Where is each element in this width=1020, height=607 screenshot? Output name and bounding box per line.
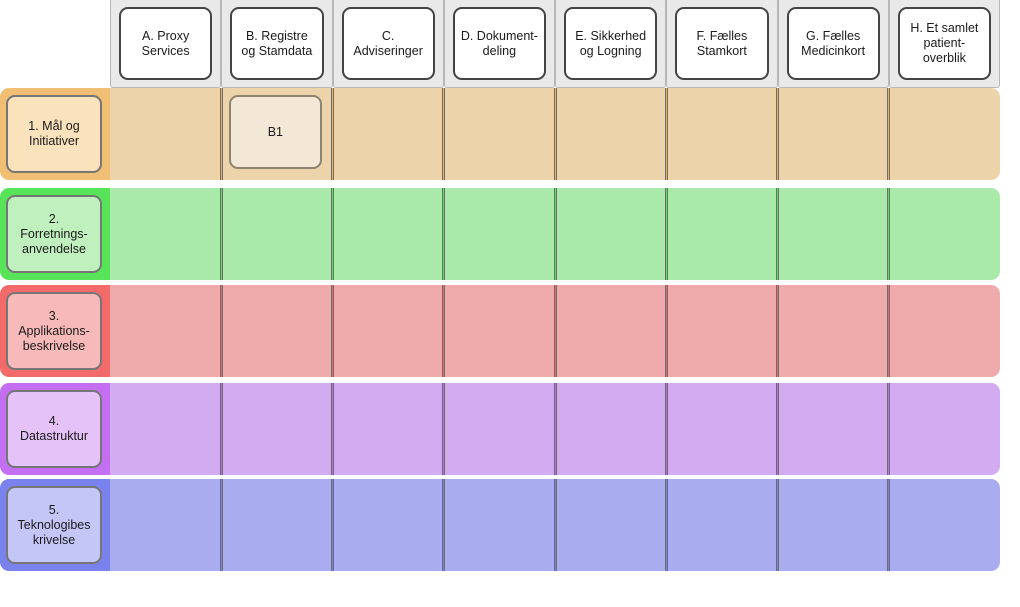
column-header-label: D. Dokument- deling [460,28,538,58]
lane-row-2: 2. Forretnings- anvendelse [0,188,1000,280]
lane-label-text: 2. Forretnings- anvendelse [20,211,88,256]
column-divider-e [553,383,557,475]
column-header-h[interactable]: H. Et samlet patient- overblik [888,0,1000,88]
column-divider-h [887,88,891,180]
column-divider-c [331,188,334,280]
lane-label-band-3: 3. Applikations- beskrivelse [0,285,110,377]
column-divider-e [553,285,557,377]
column-divider-g [776,383,779,475]
lane-label-text: 3. Applikations- beskrivelse [18,308,90,353]
lane-row-4: 4. Datastruktur [0,383,1000,475]
column-divider-d [442,479,446,571]
column-divider-h [887,479,891,571]
lane-row-3: 3. Applikations- beskrivelse [0,285,1000,377]
column-header-card: F. Fælles Stamkort [675,7,769,80]
column-header-g[interactable]: G. Fælles Medicinkort [777,0,889,88]
column-divider-d [442,383,446,475]
column-header-label: B. Registre og Stamdata [241,28,313,58]
column-header-row: A. Proxy Services B. Registre og Stamdata… [110,0,1000,88]
column-header-label: E. Sikkerhed og Logning [575,28,647,58]
cell-card-b1[interactable]: B1 [229,95,322,169]
column-header-a[interactable]: A. Proxy Services [110,0,222,88]
cell-card-label: B1 [267,124,284,139]
column-divider-g [776,88,779,180]
lane-body-2 [110,188,1000,280]
column-header-label: H. Et samlet patient- overblik [910,21,979,65]
lane-label-text: 5. Teknologibes krivelse [17,502,91,547]
lane-label-card-2[interactable]: 2. Forretnings- anvendelse [6,195,102,273]
lane-body-3 [110,285,1000,377]
column-header-card: E. Sikkerhed og Logning [564,7,658,80]
column-divider-d [442,188,446,280]
column-divider-e [553,479,557,571]
column-divider-f [664,188,668,280]
column-divider-h [887,285,891,377]
lane-body-1: B1 [110,88,1000,180]
column-divider-h [887,188,891,280]
column-divider-g [776,479,779,571]
column-divider-f [664,479,668,571]
lane-label-text: 4. Datastruktur [19,414,89,443]
column-divider-f [664,383,668,475]
column-divider-h [887,383,891,475]
lane-row-5: 5. Teknologibes krivelse [0,479,1000,571]
column-divider-c [331,285,334,377]
lane-label-band-1: 1. Mål og Initiativer [0,88,110,180]
lane-label-card-5[interactable]: 5. Teknologibes krivelse [6,486,102,564]
column-header-label: G. Fælles Medicinkort [801,28,866,58]
column-header-card: H. Et samlet patient- overblik [897,7,991,80]
column-header-label: C. Adviseringer [353,28,423,58]
column-divider-g [776,188,779,280]
column-divider-b [219,188,223,280]
column-divider-b [219,479,223,571]
lane-label-text: 1. Mål og Initiativer [28,119,80,148]
column-divider-b [219,88,223,180]
lane-label-card-4[interactable]: 4. Datastruktur [6,390,102,468]
lane-label-band-2: 2. Forretnings- anvendelse [0,188,110,280]
column-divider-c [331,383,334,475]
column-divider-f [664,88,668,180]
column-header-card: D. Dokument- deling [452,7,546,80]
column-divider-c [331,88,334,180]
lane-body-5 [110,479,1000,571]
lane-label-band-4: 4. Datastruktur [0,383,110,475]
column-header-label: A. Proxy Services [141,28,190,58]
column-header-card: C. Adviseringer [341,7,435,80]
column-divider-g [776,285,779,377]
column-header-card: G. Fælles Medicinkort [786,7,880,80]
column-header-f[interactable]: F. Fælles Stamkort [666,0,778,88]
column-header-label: F. Fælles Stamkort [696,28,748,58]
column-header-c[interactable]: C. Adviseringer [332,0,444,88]
column-header-e[interactable]: E. Sikkerhed og Logning [555,0,667,88]
column-divider-c [331,479,334,571]
column-divider-d [442,285,446,377]
column-divider-e [553,188,557,280]
column-divider-b [219,285,223,377]
lane-body-4 [110,383,1000,475]
lane-label-card-3[interactable]: 3. Applikations- beskrivelse [6,292,102,370]
column-divider-e [553,88,557,180]
lane-row-1: 1. Mål og Initiativer B1 [0,88,1000,180]
column-header-b[interactable]: B. Registre og Stamdata [221,0,333,88]
column-header-card: A. Proxy Services [119,7,213,80]
column-header-d[interactable]: D. Dokument- deling [443,0,555,88]
column-header-card: B. Registre og Stamdata [230,7,324,80]
lane-label-card-1[interactable]: 1. Mål og Initiativer [6,95,102,173]
column-divider-b [219,383,223,475]
column-divider-f [664,285,668,377]
lane-label-band-5: 5. Teknologibes krivelse [0,479,110,571]
column-divider-d [442,88,446,180]
